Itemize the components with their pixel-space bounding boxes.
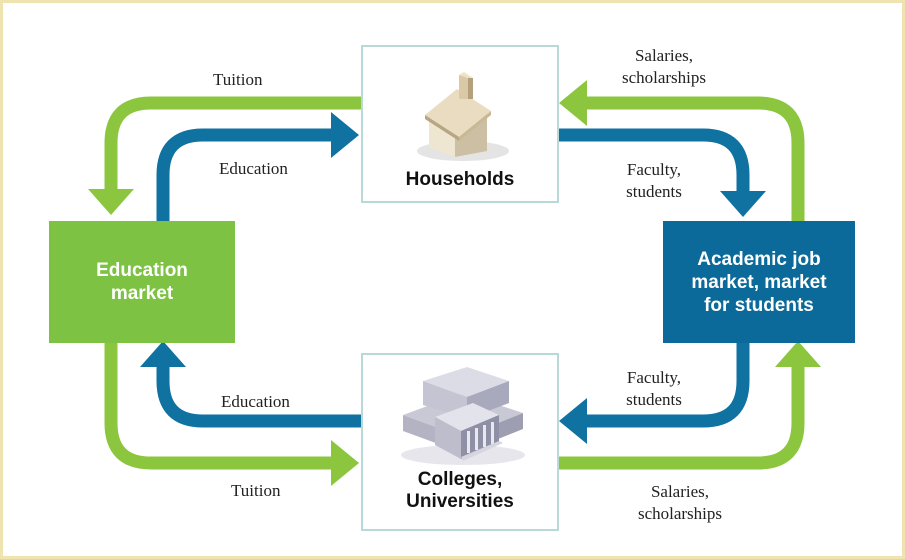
- tuition-bottom-label: Tuition: [231, 481, 281, 500]
- salaries-top-label: Salaries, scholarships: [601, 45, 727, 89]
- tuition-bottom-arrow: [104, 343, 359, 486]
- colleges-label-line2: Universities: [406, 491, 514, 512]
- academic-market-line3: for students: [704, 294, 814, 316]
- faculty-top-line2: students: [626, 182, 682, 201]
- education-top-arrow: [156, 112, 359, 221]
- salaries-bottom-line1: Salaries,: [650, 482, 710, 501]
- faculty-bottom-label: Faculty, students: [601, 367, 707, 411]
- households-node: Households: [361, 45, 559, 203]
- education-market-line1: Education: [96, 260, 188, 281]
- education-top-label: Education: [219, 159, 288, 178]
- university-building-icon: [401, 367, 525, 465]
- education-bottom-arrow: [140, 341, 361, 428]
- education-market-node: Education market: [49, 221, 235, 343]
- faculty-top-label: Faculty, students: [601, 159, 707, 203]
- faculty-top-line1: Faculty,: [626, 160, 682, 179]
- academic-market-line2: market, market: [691, 271, 827, 293]
- house-icon: [417, 72, 509, 161]
- flow-arrows: [88, 80, 821, 486]
- faculty-bottom-line1: Faculty,: [626, 368, 682, 387]
- salaries-top-line1: Salaries,: [634, 46, 694, 65]
- tuition-top-label: Tuition: [213, 70, 263, 89]
- academic-market-node: Academic job market, market for students: [663, 221, 855, 343]
- education-bottom-label: Education: [221, 392, 290, 411]
- colleges-label: Colleges, Universities: [363, 469, 557, 513]
- salaries-top-line2: scholarships: [621, 68, 707, 87]
- households-label: Households: [405, 169, 515, 190]
- faculty-bottom-line2: students: [626, 390, 682, 409]
- tuition-top-arrow: [88, 96, 361, 215]
- faculty-bottom-arrow: [559, 343, 750, 444]
- colleges-label-line1: Colleges,: [417, 469, 503, 490]
- salaries-bottom-line2: scholarships: [637, 504, 723, 523]
- colleges-node: Colleges, Universities: [361, 353, 559, 531]
- academic-market-line1: Academic job: [697, 248, 821, 270]
- salaries-bottom-arrow: [558, 341, 821, 470]
- salaries-top-arrow: [559, 80, 805, 221]
- faculty-top-arrow: [558, 128, 766, 217]
- education-market-line2: market: [110, 283, 174, 304]
- salaries-bottom-label: Salaries, scholarships: [617, 481, 743, 525]
